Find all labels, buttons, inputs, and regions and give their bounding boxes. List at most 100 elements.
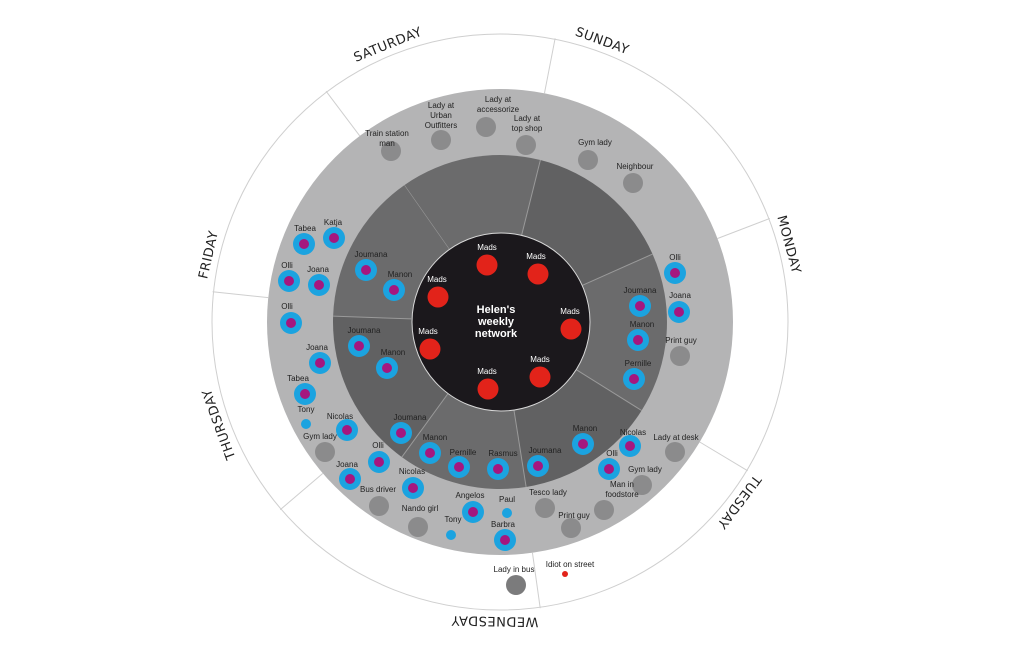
person-node-friend[interactable]: Olli: [664, 253, 686, 284]
person-node-gray[interactable]: Print guy: [665, 336, 697, 366]
person-node-gray[interactable]: Print guy: [558, 511, 590, 538]
person-node-friend[interactable]: Angelos: [456, 491, 485, 523]
person-label: Angelos: [456, 491, 485, 500]
person-node-friend[interactable]: Katja: [323, 218, 345, 249]
light-contact-dot: [502, 508, 512, 518]
person-label: Olli: [372, 441, 384, 450]
person-node-friend[interactable]: Joumana: [527, 446, 562, 477]
person-node-friend[interactable]: Joana: [306, 343, 331, 374]
friend-ring-core: [354, 341, 364, 351]
person-node-friend[interactable]: Joana: [668, 291, 691, 323]
person-node-gray[interactable]: Lady at desk: [653, 433, 700, 462]
friend-ring-core: [361, 265, 371, 275]
person-node-mads[interactable]: Mads: [418, 327, 441, 360]
person-node-gray[interactable]: Tesco lady: [529, 488, 567, 518]
person-node-friend[interactable]: Joumana: [624, 286, 657, 317]
person-node-friend[interactable]: Nicolas: [619, 428, 646, 457]
partner-dot: [476, 254, 498, 276]
person-node-friend[interactable]: Joumana: [355, 250, 388, 281]
person-label: Manon: [423, 433, 447, 442]
person-label: Nicolas: [399, 467, 425, 476]
rings: [211, 33, 789, 611]
person-node-friend[interactable]: Joumana: [348, 326, 381, 357]
friend-ring-core: [468, 507, 478, 517]
person-node-mads[interactable]: Mads: [477, 367, 499, 400]
person-node-gray[interactable]: Gym lady: [303, 432, 337, 462]
person-node-friend[interactable]: Manon: [383, 270, 412, 301]
person-node-gray[interactable]: Nando girl: [402, 504, 439, 537]
person-node-small[interactable]: Paul: [499, 495, 515, 518]
friend-ring-core: [342, 425, 352, 435]
acquaintance-dot: [476, 117, 496, 137]
person-node-friend[interactable]: Olli: [278, 261, 300, 292]
friend-ring-core: [300, 389, 310, 399]
person-node-friend[interactable]: Nicolas: [327, 412, 358, 441]
acquaintance-dot: [315, 442, 335, 462]
person-node-stranger[interactable]: Idiot on street: [546, 560, 595, 577]
day-divider: [717, 217, 770, 239]
partner-dot: [527, 263, 549, 285]
person-node-friend[interactable]: Olli: [368, 441, 390, 473]
person-label: Joumana: [624, 286, 657, 295]
person-label: Rasmus: [488, 449, 517, 458]
partner-dot: [419, 338, 441, 360]
sector-divider: [581, 253, 653, 287]
person-node-friend[interactable]: Manon: [572, 424, 597, 455]
person-node-small[interactable]: Tony: [298, 405, 315, 429]
person-node-mads[interactable]: Mads: [427, 275, 449, 308]
person-node-friend[interactable]: Joana: [307, 265, 330, 296]
person-node-friend[interactable]: Manon: [627, 320, 654, 351]
person-node-friend[interactable]: Olli: [598, 449, 620, 480]
friend-ring-core: [382, 363, 392, 373]
person-label: Manon: [388, 270, 412, 279]
person-node-mads[interactable]: Mads: [526, 252, 549, 285]
person-node-friend[interactable]: Tabea: [287, 374, 316, 405]
person-node-mads[interactable]: Mads: [529, 355, 551, 388]
person-node-friend[interactable]: Rasmus: [487, 449, 518, 480]
person-label: top shop: [512, 124, 543, 133]
person-node-friend[interactable]: Pernille: [623, 359, 652, 390]
person-node-friend[interactable]: Barbra: [491, 520, 516, 551]
person-node-friend[interactable]: Manon: [419, 433, 447, 464]
person-node-gray[interactable]: Neighbour: [617, 162, 654, 193]
sector-divider: [521, 159, 541, 236]
friend-ring-core: [625, 441, 635, 451]
person-node-friend[interactable]: Pernille: [448, 448, 477, 478]
person-node-friend[interactable]: Manon: [376, 348, 405, 379]
person-node-gray[interactable]: Lady in bus: [494, 565, 535, 595]
title-line: network: [475, 328, 518, 340]
person-node-friend[interactable]: Nicolas: [399, 467, 425, 499]
light-contact-dot: [301, 419, 311, 429]
friend-ring-core: [635, 301, 645, 311]
person-label: Mads: [427, 275, 447, 284]
person-node-gray[interactable]: Gym lady: [628, 465, 662, 495]
friend-ring-core: [533, 461, 543, 471]
person-node-small[interactable]: Tony: [445, 515, 462, 540]
friend-ring-core: [674, 307, 684, 317]
day-dividers: [212, 38, 770, 609]
acquaintance-dot: [670, 346, 690, 366]
person-node-gray[interactable]: Bus driver: [360, 485, 396, 516]
person-label: Mads: [526, 252, 546, 261]
person-node-friend[interactable]: Joumana: [390, 413, 427, 444]
person-node-friend[interactable]: Tabea: [293, 224, 316, 255]
person-label: Tony: [298, 405, 315, 414]
person-node-friend[interactable]: Joana: [336, 460, 361, 490]
friend-ring-core: [396, 428, 406, 438]
person-label: Pernille: [625, 359, 652, 368]
person-node-friend[interactable]: Olli: [280, 302, 302, 334]
person-node-mads[interactable]: Mads: [476, 243, 498, 276]
person-node-mads[interactable]: Mads: [560, 307, 582, 340]
friend-ring-core: [604, 464, 614, 474]
friend-ring-core: [493, 464, 503, 474]
person-node-gray[interactable]: Gym lady: [578, 138, 612, 170]
friend-ring-core: [284, 276, 294, 286]
friend-ring-core: [345, 474, 355, 484]
acquaintance-dot: [408, 517, 428, 537]
